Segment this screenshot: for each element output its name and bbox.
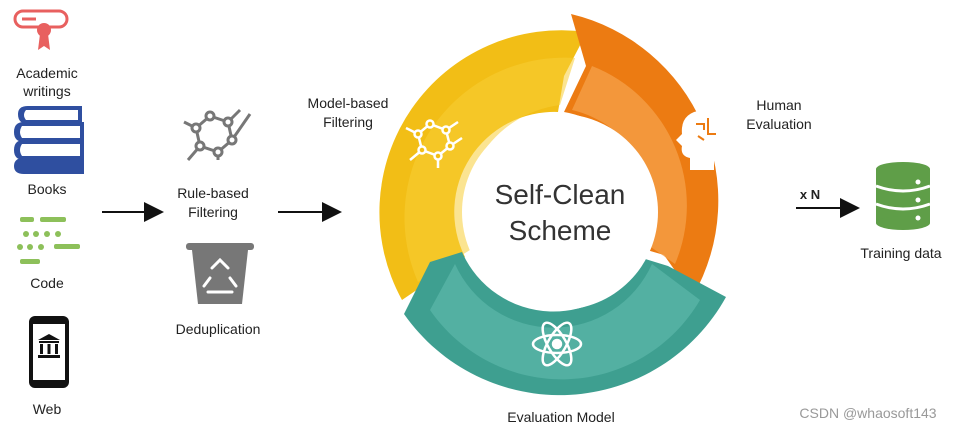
human-head-icon <box>676 110 724 170</box>
ring-highlight-orange <box>572 66 687 264</box>
ring-highlight-teal <box>430 264 700 380</box>
label-model-based-filtering: Model-based Filtering <box>307 95 389 130</box>
ring-molecule-icon <box>405 119 463 168</box>
atom-icon <box>531 321 583 367</box>
center-title-line2: Scheme <box>508 215 612 246</box>
code-icon <box>17 217 80 264</box>
label-evaluation-model: Evaluation Model <box>507 409 615 425</box>
label-multiplier: x N <box>799 187 821 202</box>
recycle-bin-icon <box>186 243 254 304</box>
label-web: Web <box>32 401 62 417</box>
label-training-data: Training data <box>860 245 942 261</box>
label-human-evaluation: Human Evaluation <box>746 97 812 132</box>
center-circle <box>462 114 658 310</box>
phone-bank-icon <box>29 316 69 388</box>
diploma-icon <box>13 9 69 50</box>
label-books: Books <box>27 181 67 197</box>
label-academic-writings: Academic writings <box>16 65 78 99</box>
ring-highlight-yellow <box>404 57 575 282</box>
label-deduplication: Deduplication <box>175 321 261 337</box>
watermark: CSDN @whaosoft143 <box>799 405 937 421</box>
center-title-line1: Self-Clean <box>494 179 626 210</box>
database-icon <box>875 162 931 230</box>
molecule-icon <box>183 108 252 161</box>
label-code: Code <box>30 275 64 291</box>
books-icon <box>14 106 84 174</box>
label-rule-based-filtering: Rule-based Filtering <box>177 185 249 220</box>
